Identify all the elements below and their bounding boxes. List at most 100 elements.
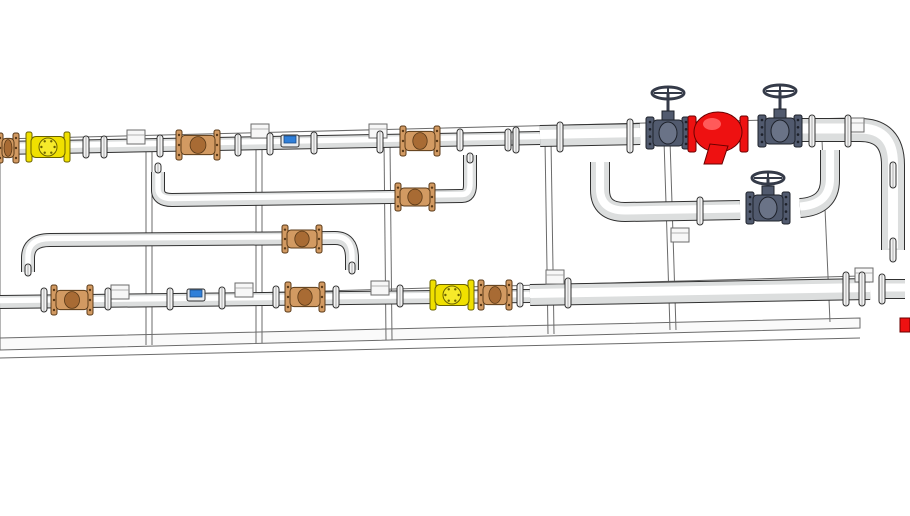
flange bbox=[466, 152, 474, 164]
strainer-red-main bbox=[687, 111, 749, 165]
bolt bbox=[317, 237, 321, 241]
flange bbox=[889, 161, 897, 189]
bolt bbox=[784, 217, 788, 221]
bolt bbox=[177, 153, 181, 157]
bolt bbox=[507, 283, 511, 287]
flange bbox=[696, 196, 704, 226]
flange bbox=[556, 121, 564, 153]
bolt bbox=[444, 293, 447, 297]
bolt bbox=[283, 228, 287, 231]
bolt bbox=[283, 237, 287, 241]
bolt bbox=[760, 133, 764, 136]
bolt bbox=[40, 145, 43, 149]
strainer-basket bbox=[703, 143, 729, 165]
bolt bbox=[401, 149, 405, 153]
bolt bbox=[50, 140, 53, 143]
bolt bbox=[447, 288, 450, 291]
bolt bbox=[760, 118, 764, 122]
support-bracket bbox=[250, 123, 270, 139]
bolt bbox=[454, 299, 457, 302]
valve-bonnet bbox=[189, 136, 207, 154]
bolt bbox=[286, 295, 290, 299]
pipe-support bbox=[234, 282, 254, 298]
bolt bbox=[53, 145, 56, 149]
bolt bbox=[43, 140, 46, 143]
bolt bbox=[430, 186, 434, 189]
bolt bbox=[479, 283, 483, 287]
bolt bbox=[435, 149, 439, 153]
bolt bbox=[684, 142, 688, 146]
bolt bbox=[286, 285, 290, 289]
support-bracket bbox=[545, 269, 565, 285]
bolt bbox=[215, 143, 219, 147]
bolt bbox=[684, 135, 688, 138]
bolt bbox=[88, 298, 92, 302]
bolt bbox=[88, 308, 92, 312]
bolt bbox=[648, 142, 652, 146]
bolt bbox=[215, 133, 219, 137]
bronze-valve-lower-3 bbox=[477, 279, 513, 311]
red-drain-fitting bbox=[899, 317, 910, 333]
bronze-valve-upper-3 bbox=[399, 125, 441, 157]
bolt bbox=[14, 156, 18, 160]
bolt bbox=[14, 136, 18, 140]
flange bbox=[332, 285, 340, 309]
gate-bypass-riser bbox=[798, 148, 840, 218]
strainer-highlight bbox=[703, 118, 721, 130]
bolt bbox=[684, 128, 688, 131]
water-meter-bottom bbox=[186, 288, 206, 302]
bolt bbox=[435, 139, 439, 143]
bolt bbox=[447, 299, 450, 302]
bolt bbox=[479, 303, 483, 307]
valve-bonnet bbox=[658, 121, 678, 145]
bolt bbox=[796, 140, 800, 144]
pipe-body bbox=[591, 162, 741, 221]
flange bbox=[156, 134, 164, 158]
bolt bbox=[784, 195, 788, 199]
flange bbox=[40, 287, 48, 313]
bolt bbox=[457, 293, 460, 297]
bolt bbox=[435, 129, 439, 133]
bolt bbox=[684, 120, 688, 124]
valve-bonnet bbox=[297, 288, 313, 306]
flange bbox=[166, 287, 174, 311]
gate-valve-2 bbox=[757, 83, 803, 148]
pipe-highlight bbox=[529, 283, 871, 298]
bolt bbox=[507, 293, 511, 297]
pipe-support bbox=[110, 284, 130, 300]
valve-bonnet bbox=[488, 286, 502, 304]
bolt bbox=[748, 203, 752, 206]
meter-display bbox=[189, 289, 203, 298]
strainer-yellow-bottom bbox=[429, 279, 475, 311]
bolt bbox=[283, 247, 287, 250]
bolt bbox=[430, 195, 434, 199]
strainer-yellow-left bbox=[25, 131, 71, 163]
flange bbox=[844, 114, 852, 148]
bolt bbox=[52, 298, 56, 302]
upper-bypass-pipe bbox=[151, 153, 477, 207]
bolt bbox=[507, 303, 511, 307]
bolt bbox=[784, 210, 788, 213]
pipe-highlight bbox=[799, 148, 835, 211]
bolt bbox=[50, 151, 53, 154]
bolt bbox=[286, 305, 290, 309]
bolt bbox=[88, 288, 92, 292]
flange bbox=[842, 271, 850, 307]
flange bbox=[396, 284, 404, 308]
bolt bbox=[760, 126, 764, 129]
flange bbox=[310, 131, 318, 155]
bolt bbox=[748, 217, 752, 221]
support-bracket bbox=[370, 280, 390, 296]
flange bbox=[878, 273, 886, 305]
flange bbox=[104, 287, 112, 311]
bolt bbox=[177, 143, 181, 147]
bolt bbox=[396, 205, 400, 208]
bolt bbox=[760, 140, 764, 144]
flange bbox=[512, 126, 520, 154]
bolt bbox=[177, 133, 181, 137]
flange bbox=[24, 263, 32, 277]
strainer-cover bbox=[38, 137, 58, 157]
flange bbox=[100, 135, 108, 159]
bolt bbox=[796, 118, 800, 122]
bolt bbox=[52, 288, 56, 292]
